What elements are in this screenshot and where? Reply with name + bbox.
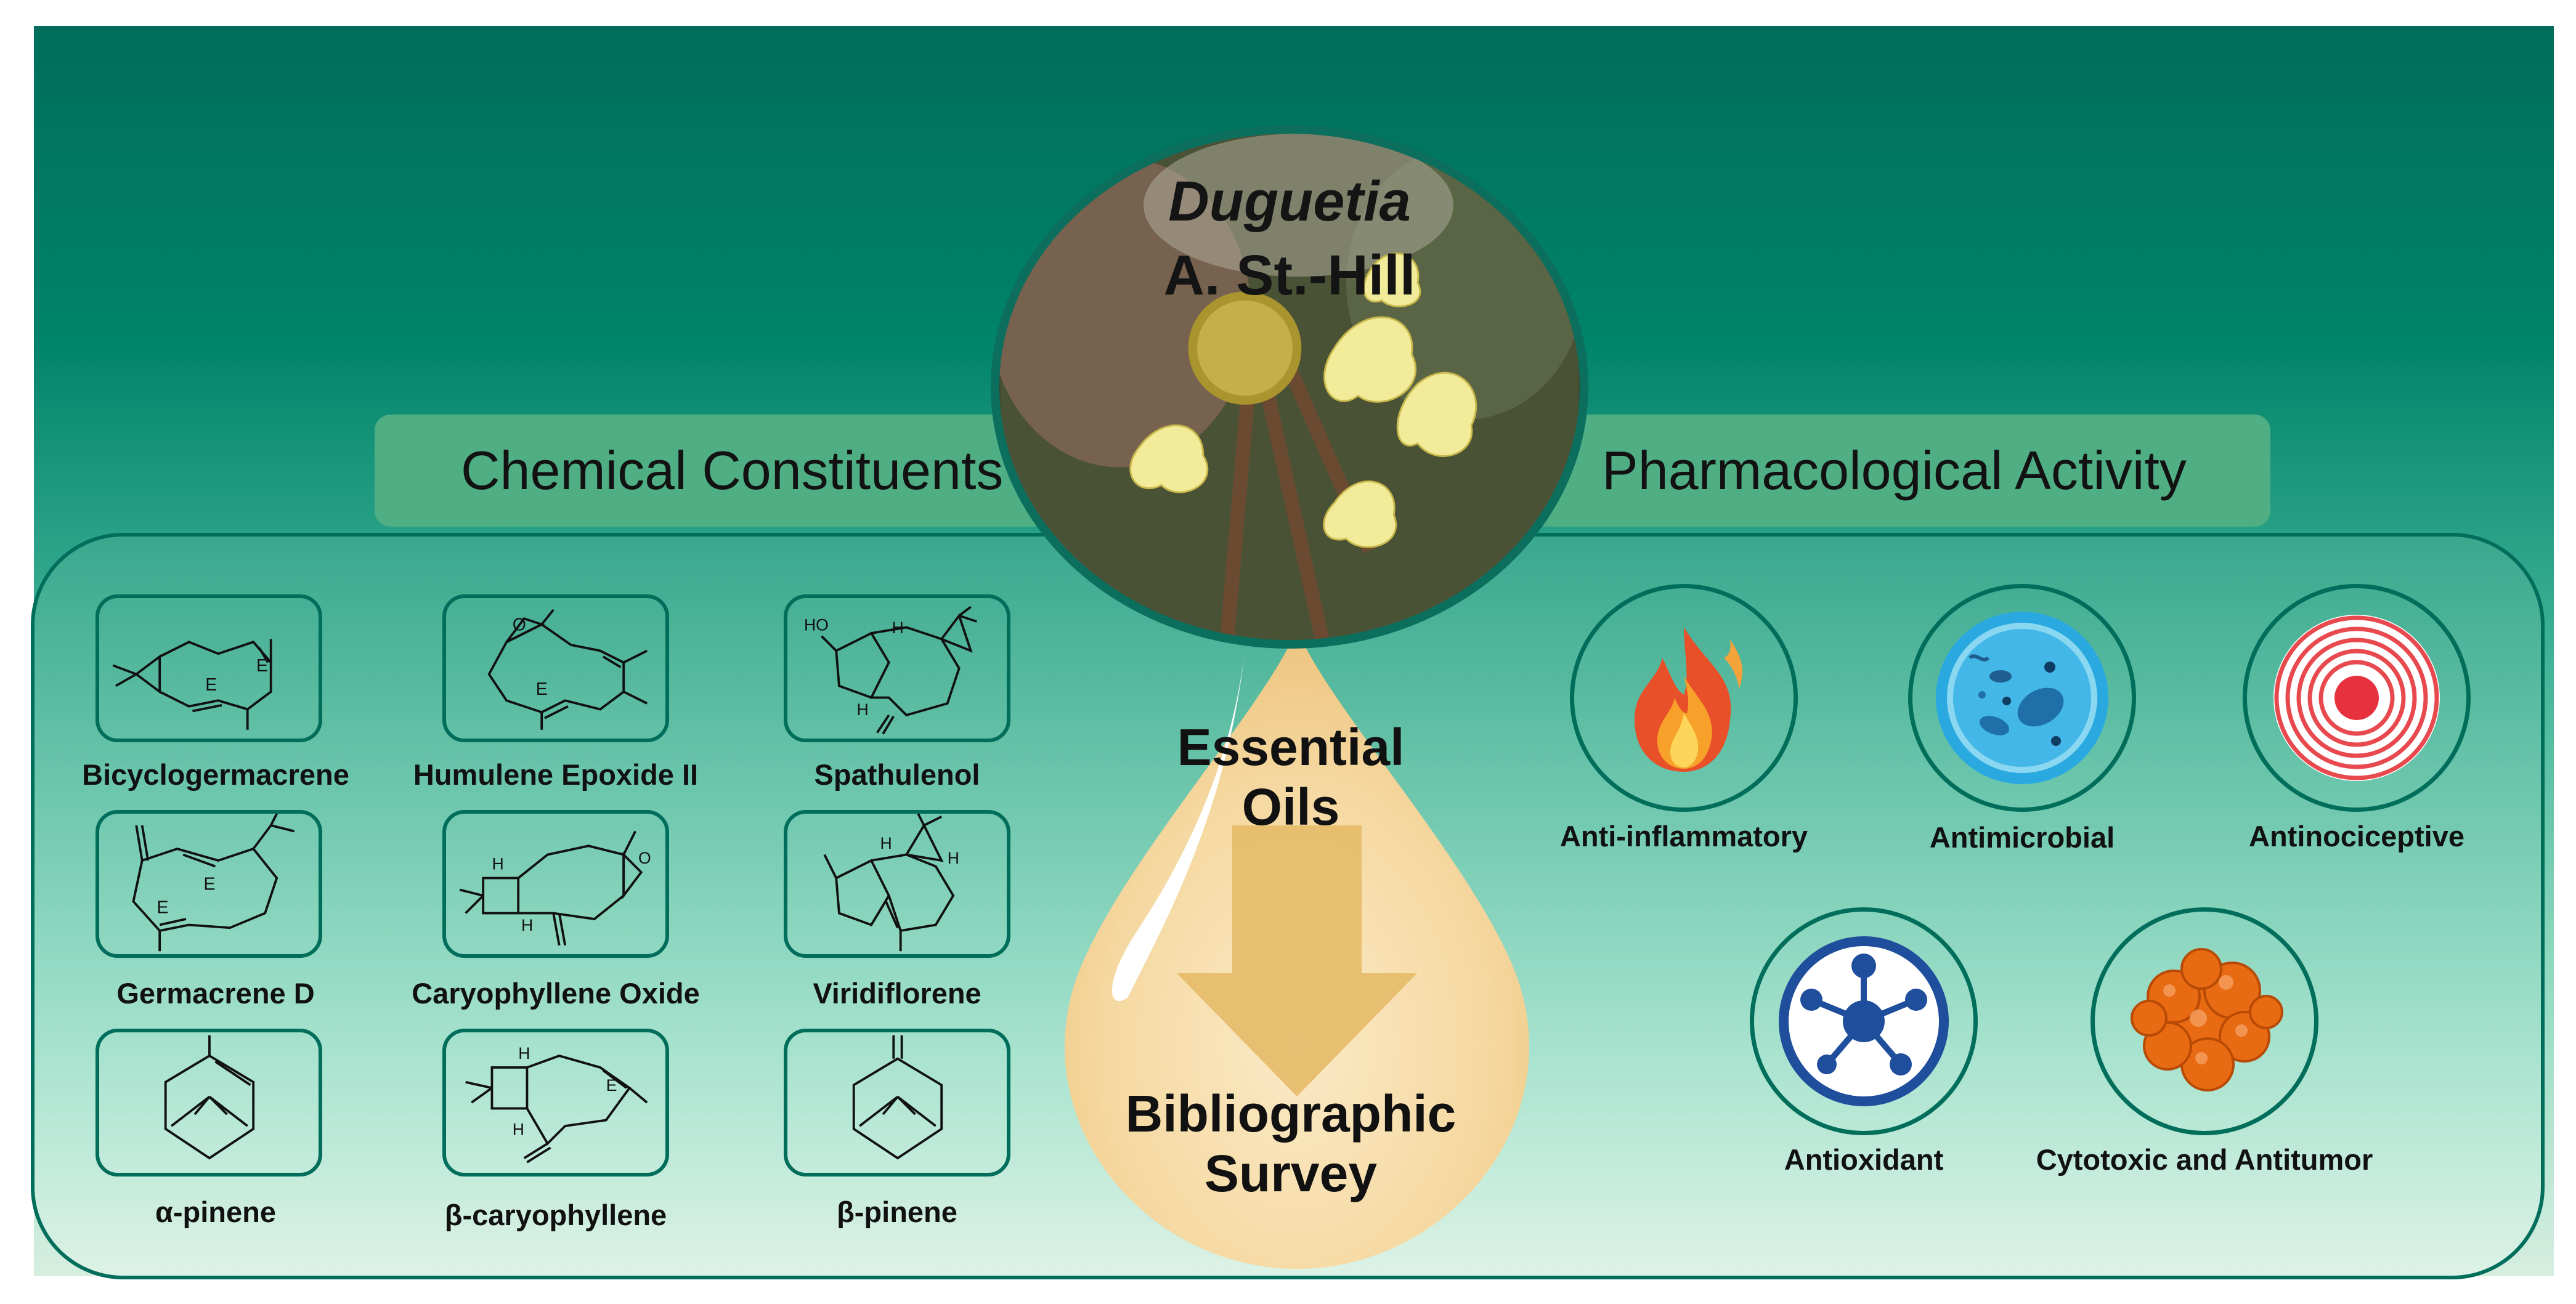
genus-authority: A. St.-Hill — [1163, 244, 1416, 307]
svg-text:E: E — [203, 875, 215, 894]
microbe-cell-icon — [1936, 612, 2108, 784]
activity-label: Anti-inflammatory — [1559, 820, 1808, 852]
svg-text:HO: HO — [804, 615, 829, 634]
svg-text:O: O — [513, 615, 526, 634]
activity-label: Antinociceptive — [2249, 820, 2464, 852]
svg-text:E: E — [256, 656, 268, 676]
pain-target-icon — [2273, 615, 2440, 781]
genus-name: Duguetia — [1168, 170, 1411, 233]
svg-text:E: E — [606, 1076, 617, 1095]
activity-label: Cytotoxic and Antitumor — [2036, 1143, 2373, 1176]
svg-text:H: H — [948, 849, 959, 867]
bicyclogermacrene-structure: E E — [95, 594, 322, 742]
molecule-label: Caryophyllene Oxide — [412, 977, 700, 1010]
caryophyllene-oxide-structure: H H O — [442, 810, 669, 958]
spathulenol-structure: HO H H — [784, 594, 1010, 742]
tumor-cells-icon — [2131, 948, 2283, 1091]
svg-text:H: H — [880, 834, 892, 852]
humulene-epoxide-ii-structure: O E — [442, 594, 669, 742]
molecule-label: Bicyclogermacrene — [82, 758, 349, 791]
svg-text:H: H — [521, 916, 533, 934]
molecule-label: β-caryophyllene — [444, 1199, 667, 1231]
antimicrobial-circle — [1908, 584, 2136, 812]
antioxidant-circle — [1750, 907, 1978, 1135]
anti-inflammatory-circle — [1570, 584, 1798, 812]
svg-text:E: E — [536, 679, 548, 699]
svg-text:H: H — [892, 618, 903, 637]
antinociceptive-circle — [2243, 584, 2471, 812]
down-arrow — [1177, 825, 1417, 1096]
bibliographic-survey-label: Bibliographic Survey — [1125, 1085, 1457, 1202]
molecule-label: Spathulenol — [814, 758, 980, 791]
molecule-label: α-pinene — [155, 1196, 276, 1228]
cytotoxic-antitumor-circle — [2090, 907, 2318, 1135]
molecule-label: Humulene Epoxide II — [413, 758, 699, 791]
germacrene-d-structure: E E — [95, 810, 322, 958]
viridiflorene-structure: H H — [784, 810, 1010, 958]
activity-label: Antimicrobial — [1929, 821, 2115, 854]
beta-caryophyllene-structure: H H E — [442, 1029, 669, 1176]
duguetia-flower-photo — [991, 125, 1588, 649]
pharmacological-activity-title: Pharmacological Activity — [1602, 440, 2187, 501]
activity-label: Antioxidant — [1784, 1143, 1944, 1176]
svg-text:O: O — [638, 849, 651, 867]
molecule-label: Viridiflorene — [813, 977, 981, 1010]
molecule-label: Germacrene D — [116, 977, 315, 1010]
pharmacological-activity-header: Pharmacological Activity — [1497, 415, 2270, 527]
essential-oils-label: Essential Oils — [1177, 718, 1405, 836]
svg-text:H: H — [513, 1120, 524, 1138]
svg-text:E: E — [156, 898, 168, 918]
svg-text:H: H — [856, 700, 868, 719]
alpha-pinene-structure — [95, 1029, 322, 1176]
molecule-network-icon — [1779, 936, 1949, 1106]
drop-highlight — [1112, 653, 1245, 1002]
essential-oil-drop — [1065, 628, 1529, 1269]
chemical-constituents-title: Chemical Constituents — [461, 440, 1004, 501]
svg-text:H: H — [492, 854, 503, 873]
molecule-label: β-pinene — [837, 1196, 957, 1228]
fire-icon — [1635, 627, 1742, 772]
beta-pinene-structure — [784, 1029, 1010, 1176]
svg-text:H: H — [518, 1044, 530, 1063]
chemical-constituents-header: Chemical Constituents — [375, 415, 1114, 527]
svg-text:E: E — [205, 675, 217, 695]
